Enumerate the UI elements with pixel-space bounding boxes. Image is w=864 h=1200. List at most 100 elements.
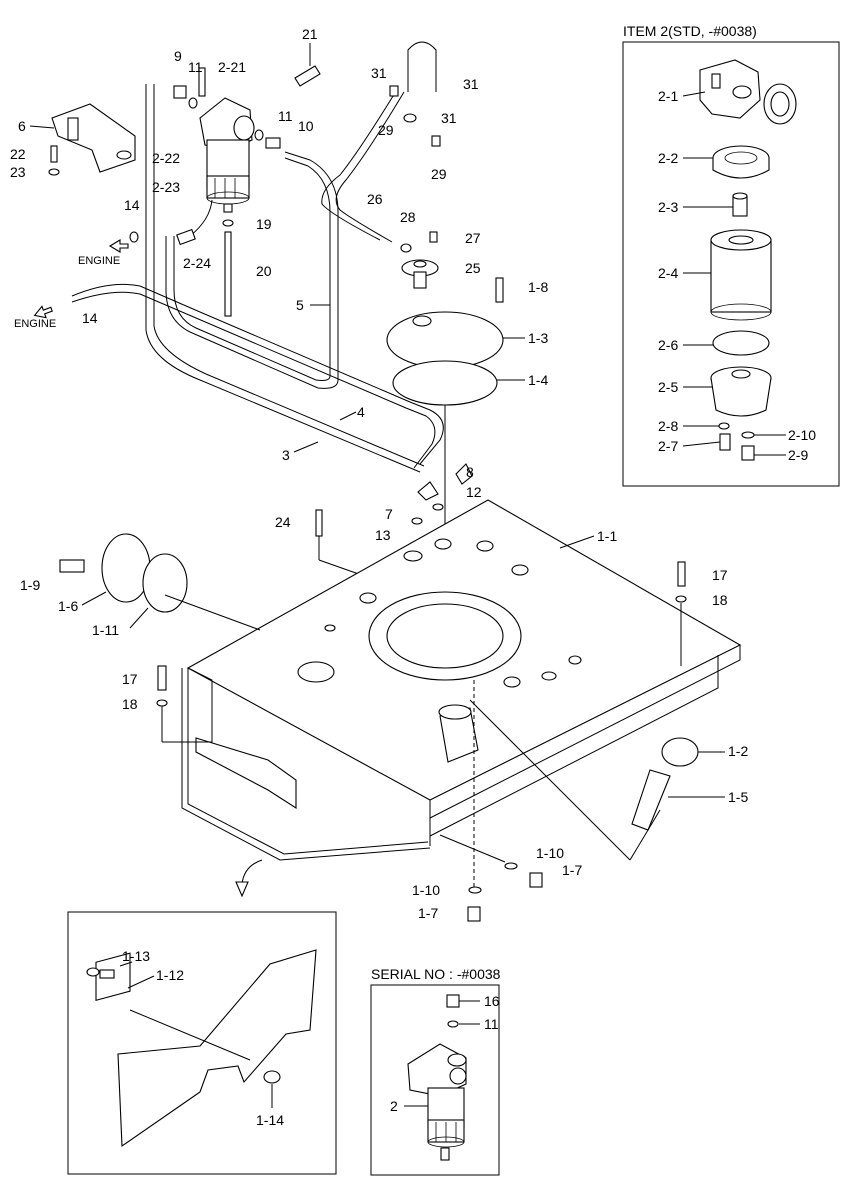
- serial-inset-title: SERIAL NO : -#0038: [371, 966, 501, 982]
- label-1-11: 1-11: [92, 622, 119, 638]
- label-1-7a: 1-7: [562, 862, 582, 878]
- engine-arrows: ENGINE ENGINE: [14, 239, 129, 330]
- serial-inset: SERIAL NO : -#0038 16 11 2: [370, 966, 501, 1176]
- label-1-14: 1-14: [256, 1112, 284, 1128]
- label-5: 5: [296, 297, 304, 313]
- label-13: 13: [375, 527, 391, 543]
- label-2-9: 2-9: [788, 447, 808, 463]
- label-6: 6: [18, 118, 26, 134]
- label-1-9: 1-9: [20, 577, 40, 593]
- label-18a: 18: [712, 592, 728, 608]
- label-3: 3: [282, 447, 290, 463]
- label-14a: 14: [124, 197, 140, 213]
- label-1-6: 1-6: [58, 598, 78, 614]
- fuel-filter-assembly: [199, 97, 255, 213]
- o-ring-part: [712, 330, 770, 356]
- label-2-10: 2-10: [788, 427, 816, 443]
- label-27: 27: [465, 230, 481, 246]
- label-23: 23: [10, 164, 26, 180]
- drain-plug-part: [741, 445, 755, 461]
- down-arrow-icon: [241, 859, 263, 885]
- filler-cap-part: [661, 737, 699, 767]
- label-31b: 31: [463, 76, 479, 92]
- label-2-serial: 2: [390, 1098, 398, 1114]
- label-2-6: 2-6: [658, 337, 678, 353]
- label-29a: 29: [378, 122, 394, 138]
- label-24: 24: [275, 514, 291, 530]
- label-11a: 11: [188, 59, 203, 75]
- filter-2-part: [407, 1043, 467, 1161]
- label-2-4: 2-4: [658, 265, 678, 281]
- label-20: 20: [256, 263, 272, 279]
- plug-16-part: [446, 994, 460, 1008]
- label-17a: 17: [712, 567, 728, 583]
- label-18b: 18: [122, 696, 138, 712]
- label-2-7: 2-7: [658, 438, 678, 454]
- label-2-8: 2-8: [658, 418, 678, 434]
- filter-head-part: [699, 59, 797, 125]
- tank-cover-part: [386, 311, 504, 369]
- item2-inset-title: ITEM 2(STD, -#0038): [623, 23, 757, 39]
- label-16: 16: [484, 993, 500, 1009]
- lower-left-inset-frame: [67, 911, 337, 1175]
- label-31a: 31: [371, 65, 387, 81]
- label-2-5: 2-5: [658, 379, 678, 395]
- arrow-head-icon: [235, 881, 249, 898]
- label-2-21: 2-21: [218, 59, 246, 75]
- fuel-tank-body: [59, 499, 742, 922]
- main-part-labels: 21 9 11 2-21 6 22 23 2-22 2-23 11 10 31 …: [10, 26, 748, 921]
- level-gauge-part: [401, 259, 439, 289]
- label-9: 9: [174, 48, 182, 64]
- bracket-part: [51, 103, 136, 173]
- item2-inset: ITEM 2(STD, -#0038): [622, 23, 840, 487]
- label-31c: 31: [441, 110, 457, 126]
- label-1-13: 1-13: [122, 948, 150, 964]
- label-1-7b: 1-7: [418, 905, 438, 921]
- label-1-2: 1-2: [728, 743, 748, 759]
- label-2-1: 2-1: [658, 88, 678, 104]
- label-1-1: 1-1: [597, 528, 617, 544]
- label-1-12: 1-12: [156, 967, 184, 983]
- label-26: 26: [367, 191, 383, 207]
- label-2-23: 2-23: [152, 179, 180, 195]
- label-19: 19: [256, 216, 272, 232]
- label-1-10a: 1-10: [536, 845, 564, 861]
- lower-left-inset: 1-13 1-12 1-14: [67, 911, 337, 1175]
- label-1-8: 1-8: [528, 279, 548, 295]
- seal-part: [718, 422, 730, 430]
- label-11b: 11: [278, 108, 293, 124]
- item2-inset-frame: [622, 41, 840, 487]
- label-8: 8: [466, 464, 474, 480]
- label-4: 4: [357, 404, 365, 420]
- side-plate-part: [117, 949, 317, 1148]
- serial-inset-frame: [370, 984, 500, 1176]
- strainer-part: [631, 769, 671, 831]
- filter-ring-part: [712, 145, 770, 179]
- label-25: 25: [465, 260, 481, 276]
- label-11-serial: 11: [484, 1016, 499, 1032]
- label-28: 28: [400, 209, 416, 225]
- label-12: 12: [466, 484, 482, 500]
- label-10: 10: [298, 118, 314, 134]
- label-1-3: 1-3: [528, 330, 548, 346]
- label-2-2: 2-2: [658, 150, 678, 166]
- nipple-part: [732, 192, 748, 217]
- filter-bowl-part: [710, 366, 772, 417]
- engine-label-2: ENGINE: [14, 318, 56, 330]
- filter-cartridge-part: [710, 229, 772, 321]
- label-1-10b: 1-10: [412, 882, 440, 898]
- label-14b: 14: [82, 310, 98, 326]
- label-22: 22: [10, 146, 26, 162]
- label-29b: 29: [431, 166, 447, 182]
- label-17b: 17: [122, 671, 138, 687]
- label-21: 21: [302, 26, 318, 42]
- label-1-5: 1-5: [728, 789, 748, 805]
- label-2-3: 2-3: [658, 199, 678, 215]
- plug-part: [719, 433, 731, 451]
- label-7: 7: [385, 506, 393, 522]
- tank-gasket-part: [392, 360, 498, 406]
- upper-parts: [48, 41, 504, 636]
- washer-part: [741, 431, 755, 439]
- label-2-24: 2-24: [183, 255, 211, 271]
